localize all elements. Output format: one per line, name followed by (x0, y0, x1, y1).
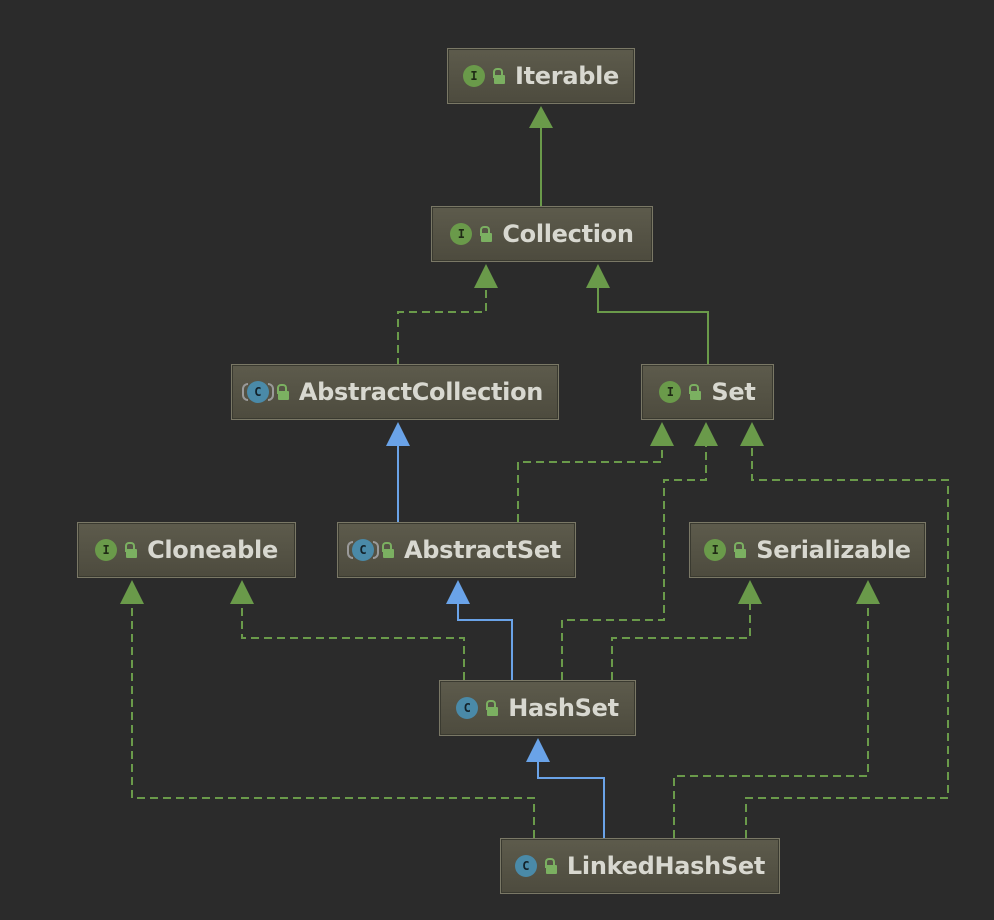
node-label: Serializable (756, 536, 911, 564)
lock-icon (382, 542, 396, 558)
edge-linkedhashset-set (740, 422, 949, 838)
abstract-class-icon: C (241, 381, 274, 403)
edge-hashset-set (561, 422, 718, 680)
node-collection[interactable]: I Collection (431, 206, 653, 262)
edge-hashset-cloneable (230, 580, 465, 680)
node-serializable[interactable]: I Serializable (689, 522, 926, 578)
node-label: AbstractSet (404, 536, 561, 564)
node-label: HashSet (508, 694, 619, 722)
edge-linkedhashset-serializable (673, 580, 880, 838)
node-hash-set[interactable]: C HashSet (439, 680, 636, 736)
class-icon: C (456, 697, 479, 719)
interface-icon: I (704, 539, 727, 561)
node-iterable[interactable]: I Iterable (447, 48, 635, 104)
edge-hashset-abstractset (446, 580, 513, 680)
node-label: Set (711, 378, 756, 406)
node-linked-hash-set[interactable]: C LinkedHashSet (500, 838, 780, 894)
interface-icon: I (95, 539, 118, 561)
lock-icon (689, 384, 703, 400)
lock-icon (486, 700, 500, 716)
edge-linkedhashset-hashset (526, 738, 605, 838)
edge-hashset-serializable (611, 580, 762, 680)
node-cloneable[interactable]: I Cloneable (77, 522, 296, 578)
edge-collection-iterable (529, 106, 553, 206)
interface-icon: I (659, 381, 682, 403)
edge-linkedhashset-cloneable (120, 580, 535, 838)
lock-icon (276, 384, 291, 400)
node-label: Iterable (515, 62, 619, 90)
edge-abstractset-set (517, 422, 674, 522)
node-label: LinkedHashSet (566, 852, 766, 880)
edge-abstractset-abstractcollection (386, 422, 410, 522)
edge-abstractcollection-collection (397, 264, 498, 366)
lock-icon (480, 226, 494, 242)
lock-icon (544, 858, 559, 874)
lock-icon (734, 542, 748, 558)
interface-icon: I (463, 65, 485, 87)
lock-icon (493, 68, 507, 84)
class-icon: C (514, 855, 537, 877)
node-abstract-set[interactable]: C AbstractSet (337, 522, 576, 578)
node-label: Collection (502, 220, 634, 248)
interface-icon: I (450, 223, 473, 245)
node-set[interactable]: I Set (641, 364, 774, 420)
edge-set-collection (586, 264, 709, 366)
lock-icon (125, 542, 139, 558)
node-label: AbstractCollection (298, 378, 544, 406)
abstract-class-icon: C (347, 539, 379, 561)
node-abstract-collection[interactable]: C AbstractCollection (231, 364, 559, 420)
node-label: Cloneable (147, 536, 278, 564)
